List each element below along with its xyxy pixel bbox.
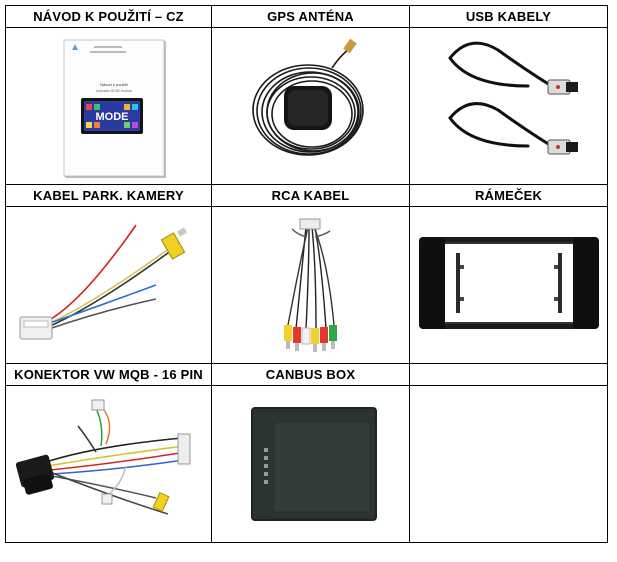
cell-header-rca: RCA KABEL bbox=[211, 184, 410, 207]
camera-cable-image-cell bbox=[5, 206, 212, 364]
cell-header-camera-cable: KABEL PARK. KAMERY bbox=[5, 184, 212, 207]
gps-antenna-image bbox=[252, 38, 364, 156]
cell-header-canbus: CANBUS BOX bbox=[211, 363, 410, 386]
canbus-image-cell bbox=[211, 385, 410, 543]
cell-header-usb: USB KABELY bbox=[409, 5, 608, 28]
cell-header-frame: RÁMEČEK bbox=[409, 184, 608, 207]
cell-header-manual: NÁVOD K POUŽITÍ – CZ bbox=[5, 5, 212, 28]
manual-image-cell: Návod k použití Autorádio MODE Android M… bbox=[5, 27, 212, 185]
gps-image-cell bbox=[211, 27, 410, 185]
canbus-box-image bbox=[251, 407, 377, 521]
cell-header-empty bbox=[409, 363, 608, 386]
camera-cable-image bbox=[19, 224, 187, 340]
cell-header-connector: KONEKTOR VW MQB - 16 PIN bbox=[5, 363, 212, 386]
rca-cable-image bbox=[284, 218, 337, 352]
manual-booklet-image: Návod k použití Autorádio MODE Android M… bbox=[63, 39, 166, 178]
manual-subtitle: Autorádio MODE Android bbox=[96, 89, 132, 93]
connector-harness-image bbox=[15, 399, 191, 515]
empty-cell bbox=[409, 385, 608, 543]
rca-image-cell bbox=[211, 206, 410, 364]
cell-header-gps: GPS ANTÉNA bbox=[211, 5, 410, 28]
usb-image-cell bbox=[409, 27, 608, 185]
frame-image-cell bbox=[409, 206, 608, 364]
manual-title: Návod k použití bbox=[100, 82, 128, 87]
accessories-table: NÁVOD K POUŽITÍ – CZ GPS ANTÉNA USB KABE… bbox=[5, 5, 608, 543]
manual-logo: MODE bbox=[96, 111, 129, 123]
usb-cables-image bbox=[448, 41, 578, 155]
connector-image-cell bbox=[5, 385, 212, 543]
frame-image bbox=[419, 237, 599, 329]
